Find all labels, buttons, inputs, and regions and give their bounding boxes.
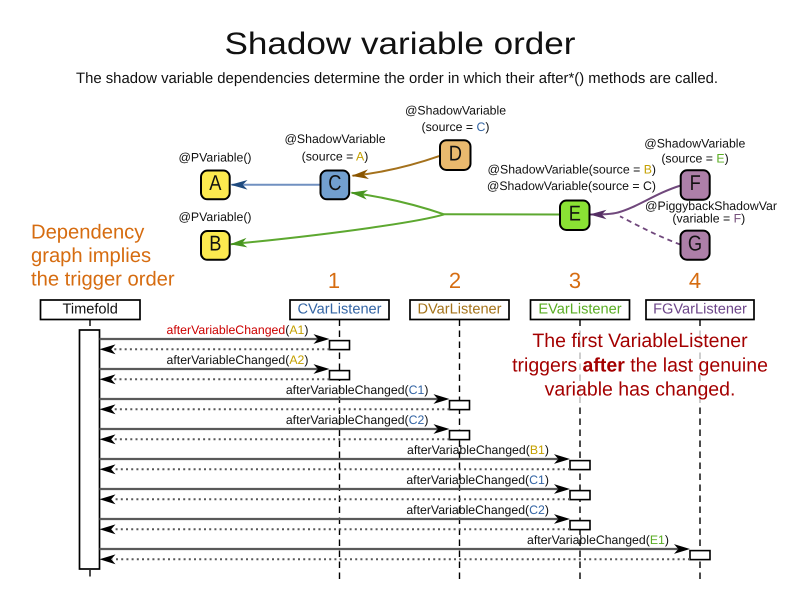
svg-text:afterVariableChanged(E1): afterVariableChanged(E1)	[527, 533, 669, 547]
svg-text:@ShadowVariable: @ShadowVariable	[405, 104, 506, 118]
svg-text:afterVariableChanged(B1): afterVariableChanged(B1)	[407, 443, 549, 457]
svg-text:E: E	[569, 201, 581, 225]
svg-text:Dependency: Dependency	[31, 221, 145, 243]
svg-text:@ShadowVariable(source = B): @ShadowVariable(source = B)	[488, 163, 656, 177]
svg-text:@ShadowVariable: @ShadowVariable	[284, 132, 385, 146]
svg-text:A: A	[209, 171, 222, 195]
svg-text:DVarListener: DVarListener	[417, 302, 501, 318]
svg-text:CVarListener: CVarListener	[297, 302, 381, 318]
svg-text:FGVarListener: FGVarListener	[653, 302, 747, 318]
svg-text:The first VariableListener: The first VariableListener	[532, 330, 748, 352]
svg-text:(variable = F): (variable = F)	[672, 212, 745, 226]
svg-text:afterVariableChanged(C2): afterVariableChanged(C2)	[406, 503, 549, 517]
svg-text:D: D	[449, 141, 462, 165]
svg-text:@PiggybackShadowVar: @PiggybackShadowVar	[645, 199, 777, 213]
svg-text:(source = E): (source = E)	[661, 152, 728, 166]
svg-text:variable has changed.: variable has changed.	[545, 379, 736, 401]
svg-text:afterVariableChanged(A2): afterVariableChanged(A2)	[167, 353, 309, 367]
svg-text:afterVariableChanged(C1): afterVariableChanged(C1)	[406, 473, 549, 487]
svg-text:(source = C): (source = C)	[421, 120, 489, 134]
svg-text:B: B	[209, 232, 221, 256]
svg-text:1: 1	[328, 268, 340, 293]
svg-text:3: 3	[569, 268, 581, 293]
svg-text:2: 2	[449, 268, 461, 293]
svg-text:Timefold: Timefold	[62, 302, 117, 318]
svg-text:triggers after the last genuin: triggers after the last genuine	[512, 355, 768, 377]
svg-text:@ShadowVariable: @ShadowVariable	[644, 137, 745, 151]
svg-text:afterVariableChanged(A1): afterVariableChanged(A1)	[167, 323, 309, 337]
svg-text:The shadow variable dependenci: The shadow variable dependencies determi…	[76, 70, 718, 87]
svg-text:G: G	[688, 231, 702, 255]
svg-text:@PVariable(): @PVariable()	[178, 210, 251, 224]
svg-text:C: C	[328, 171, 341, 195]
svg-text:afterVariableChanged(C2): afterVariableChanged(C2)	[286, 413, 429, 427]
svg-text:4: 4	[689, 268, 701, 293]
svg-text:Shadow variable order: Shadow variable order	[225, 26, 576, 61]
svg-text:EVarListener: EVarListener	[538, 302, 621, 318]
svg-text:afterVariableChanged(C1): afterVariableChanged(C1)	[286, 383, 429, 397]
svg-text:@PVariable(): @PVariable()	[178, 151, 251, 165]
svg-text:F: F	[690, 171, 701, 195]
svg-text:the trigger order: the trigger order	[31, 269, 175, 291]
svg-text:(source = A): (source = A)	[302, 149, 369, 163]
svg-text:@ShadowVariable(source = C): @ShadowVariable(source = C)	[487, 179, 656, 193]
svg-text:graph implies: graph implies	[31, 245, 151, 267]
